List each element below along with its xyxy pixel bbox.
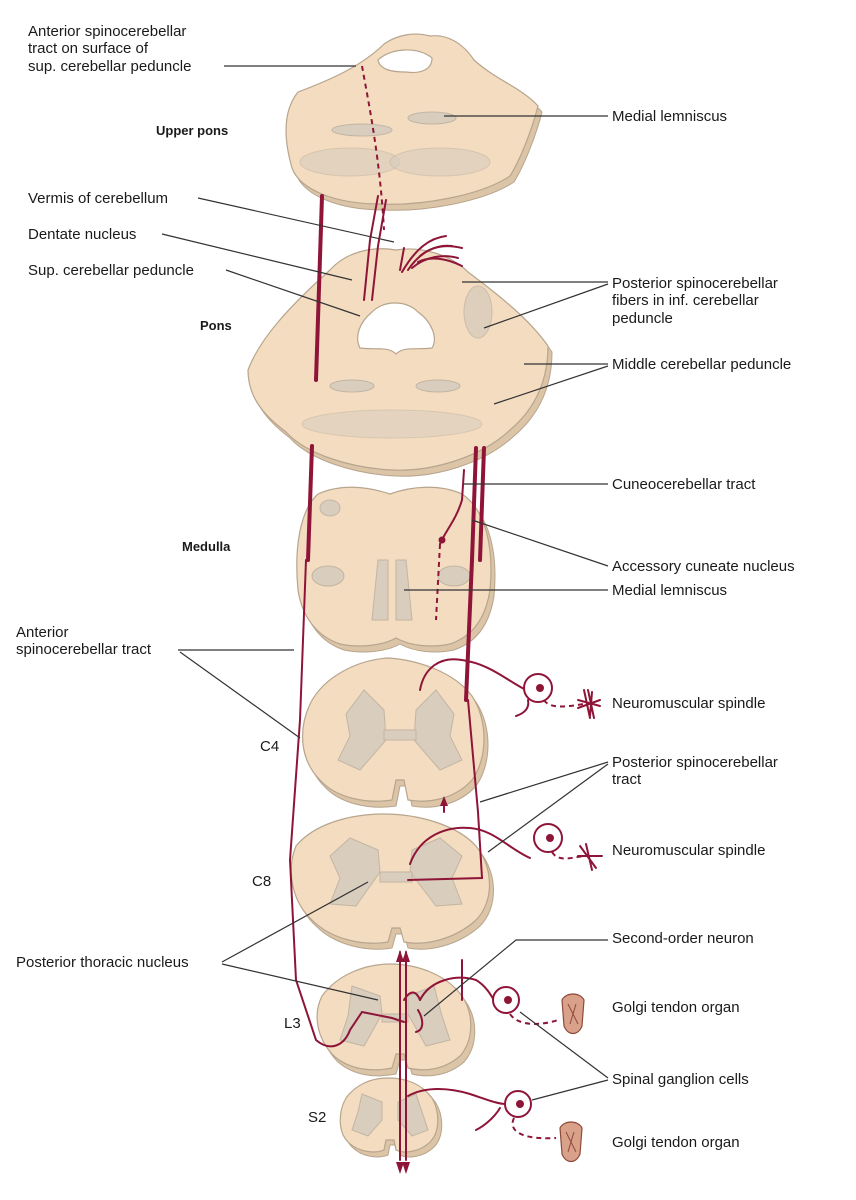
label-accessory-cuneate-nucleus: Accessory cuneate nucleus	[612, 558, 795, 575]
label-anterior-sct-surface-line2: tract on surface of	[28, 40, 149, 57]
label-neuromuscular-spindle-1: Neuromuscular spindle	[612, 695, 765, 712]
label-anterior-sct-line2: spinocerebellar tract	[16, 641, 152, 658]
label-posterior-sc-fibers-line1: Posterior spinocerebellar	[612, 275, 778, 292]
label-spinal-ganglion-cells: Spinal ganglion cells	[612, 1071, 749, 1088]
label-sup-cerebellar-peduncle: Sup. cerebellar peduncle	[28, 262, 194, 279]
level-label-l3: L3	[284, 1015, 301, 1032]
level-label-pons: Pons	[200, 318, 232, 333]
section-medulla	[296, 486, 496, 653]
label-posterior-sc-fibers-line3: peduncle	[612, 310, 673, 327]
golgi-tendon-organ-2-graphic	[559, 1121, 583, 1163]
label-golgi-tendon-organ-2: Golgi tendon organ	[612, 1134, 740, 1151]
label-medial-lemniscus-upper: Medial lemniscus	[612, 108, 727, 125]
label-anterior-sct-surface-line3: sup. cerebellar peduncle	[28, 58, 191, 75]
label-medial-lemniscus-medulla: Medial lemniscus	[612, 582, 727, 599]
label-posterior-thoracic-nucleus: Posterior thoracic nucleus	[16, 954, 189, 971]
level-label-upper-pons: Upper pons	[156, 123, 228, 138]
section-c4	[301, 657, 489, 808]
label-middle-cerebellar-peduncle: Middle cerebellar peduncle	[612, 356, 791, 373]
golgi-tendon-organ-1-graphic	[561, 993, 585, 1035]
level-label-s2: S2	[308, 1109, 326, 1126]
level-label-c8: C8	[252, 873, 271, 890]
label-posterior-sct-line1: Posterior spinocerebellar	[612, 754, 778, 771]
level-label-c4: C4	[260, 738, 279, 755]
section-pons	[247, 248, 553, 477]
label-second-order-neuron: Second-order neuron	[612, 930, 754, 947]
label-golgi-tendon-organ-1: Golgi tendon organ	[612, 999, 740, 1016]
label-anterior-sct-surface-line1: Anterior spinocerebellar	[28, 23, 186, 40]
section-c8	[290, 813, 494, 950]
label-posterior-sc-fibers-line2: fibers in inf. cerebellar	[612, 292, 759, 309]
label-neuromuscular-spindle-2: Neuromuscular spindle	[612, 842, 765, 859]
level-label-medulla: Medulla	[182, 539, 231, 554]
leader-lines	[161, 65, 609, 1101]
tract-lines	[288, 65, 603, 1174]
anterior-spinocerebellar-tract-line	[314, 194, 324, 382]
label-vermis: Vermis of cerebellum	[28, 190, 168, 207]
label-cuneocerebellar-tract: Cuneocerebellar tract	[612, 476, 756, 493]
section-l3	[316, 963, 476, 1077]
section-upper-pons	[285, 33, 543, 211]
label-dentate-nucleus: Dentate nucleus	[28, 226, 136, 243]
label-posterior-sct-line2: tract	[612, 771, 642, 788]
label-anterior-sct-line1: Anterior	[16, 624, 69, 641]
